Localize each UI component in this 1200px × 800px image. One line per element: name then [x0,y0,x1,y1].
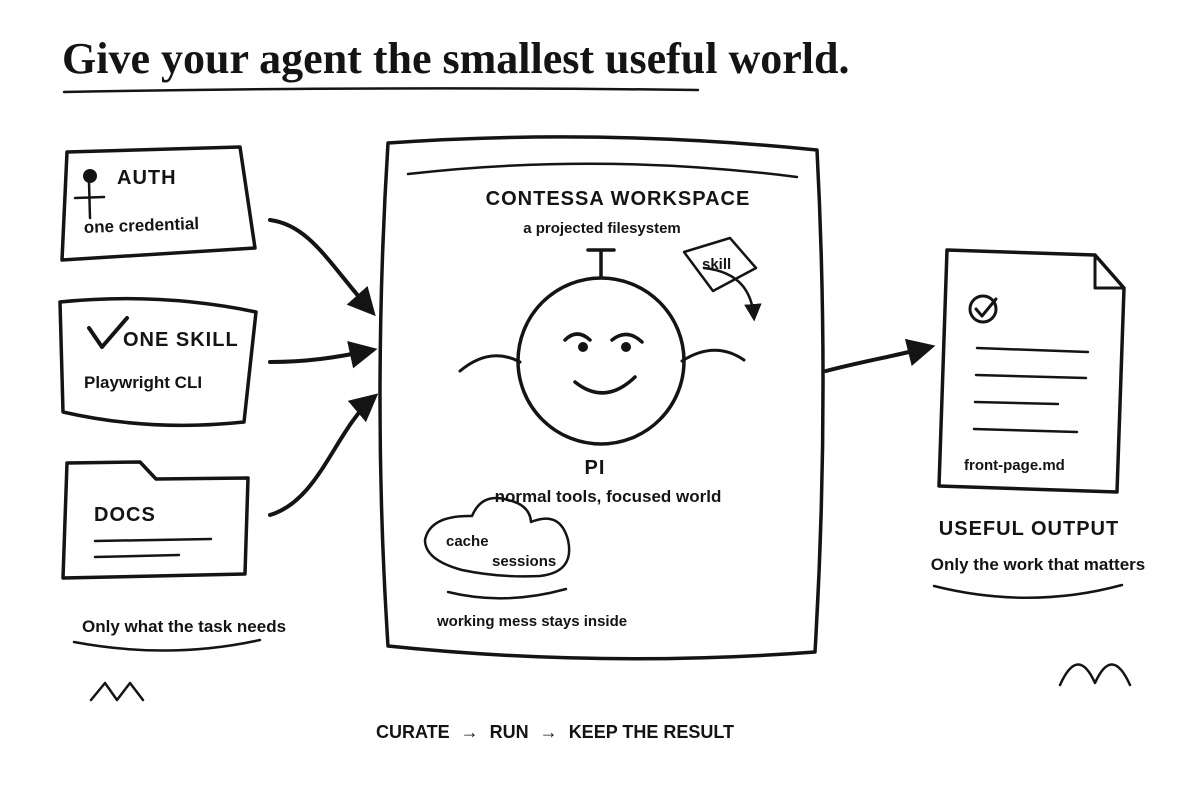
document-icon [937,248,1126,494]
skill-detail: Playwright CLI [84,373,202,392]
eyebrows [563,332,644,344]
output-filename: front-page.md [964,457,1065,474]
inputs-caption-underline [72,638,262,652]
smile [573,375,637,395]
cloud: cache sessions [423,496,571,600]
output-arrow [824,338,936,373]
workspace-title: CONTESSA WORKSPACE [486,188,751,210]
workspace-top-line [406,162,799,179]
left-eye [578,342,588,352]
skill-tag-arrow [702,266,762,322]
auth-detail: one credential [83,214,199,237]
skill-tag: skill [682,236,762,322]
cloud-item-cache: cache [446,533,489,550]
skill-card-border [58,296,258,428]
docs-lines [93,537,213,559]
inputs-caption: Only what the task needs [82,617,286,636]
auth-card: AUTH one credential [60,145,257,262]
loop-doodle [1058,663,1132,687]
output-title: USEFUL OUTPUT [939,518,1119,540]
footer-separator-2: → [540,722,558,742]
footer-step-keep: KEEP THE RESULT [569,722,734,742]
cloud-item-sessions: sessions [492,553,556,570]
docs-folder: DOCS [61,460,250,580]
left-arm [458,354,522,373]
zigzag-doodle [89,681,145,702]
antenna-icon [586,248,616,279]
agent-face [458,248,746,446]
person-icon [73,169,106,220]
docs-label: DOCS [94,504,156,526]
tag-icon [682,236,758,293]
skill-label: ONE SKILL [123,329,239,351]
agent-name: PI [585,457,606,479]
auth-label: AUTH [117,167,177,189]
output-caption-underline [932,583,1124,599]
skill-card: ONE SKILL Playwright CLI [58,296,258,428]
right-eye [621,342,631,352]
agent-caption: normal tools, focused world [495,487,722,506]
face-icon [516,276,686,446]
document-fold [1093,253,1126,290]
checkmark-icon [87,316,129,349]
workspace-box: CONTESSA WORKSPACE a projected filesyste… [378,135,825,661]
cloud-icon [423,496,571,578]
auth-card-border [60,145,257,262]
skill-arrow [268,341,378,369]
footer-steps: CURATE → RUN → KEEP THE RESULT [376,722,734,742]
docs-arrow [268,393,379,517]
workspace-border [378,135,825,661]
page-title: Give your agent the smallest useful worl… [62,34,850,83]
output-document: front-page.md [937,248,1126,494]
workspace-subtitle: a projected filesystem [523,220,681,237]
output-caption: Only the work that matters [931,555,1145,574]
folder-icon [61,460,250,580]
right-arm [680,348,746,363]
footer-step-curate: CURATE [376,722,450,742]
document-lines [972,346,1090,434]
check-circle-icon [968,294,998,324]
footer-separator-1: → [461,722,479,742]
auth-arrow [268,218,376,317]
workspace-caption: working mess stays inside [436,613,627,630]
check-circle-tick [974,297,998,318]
footer-step-run: RUN [490,722,529,742]
cloud-underline [446,587,568,600]
title-underline [62,87,700,94]
